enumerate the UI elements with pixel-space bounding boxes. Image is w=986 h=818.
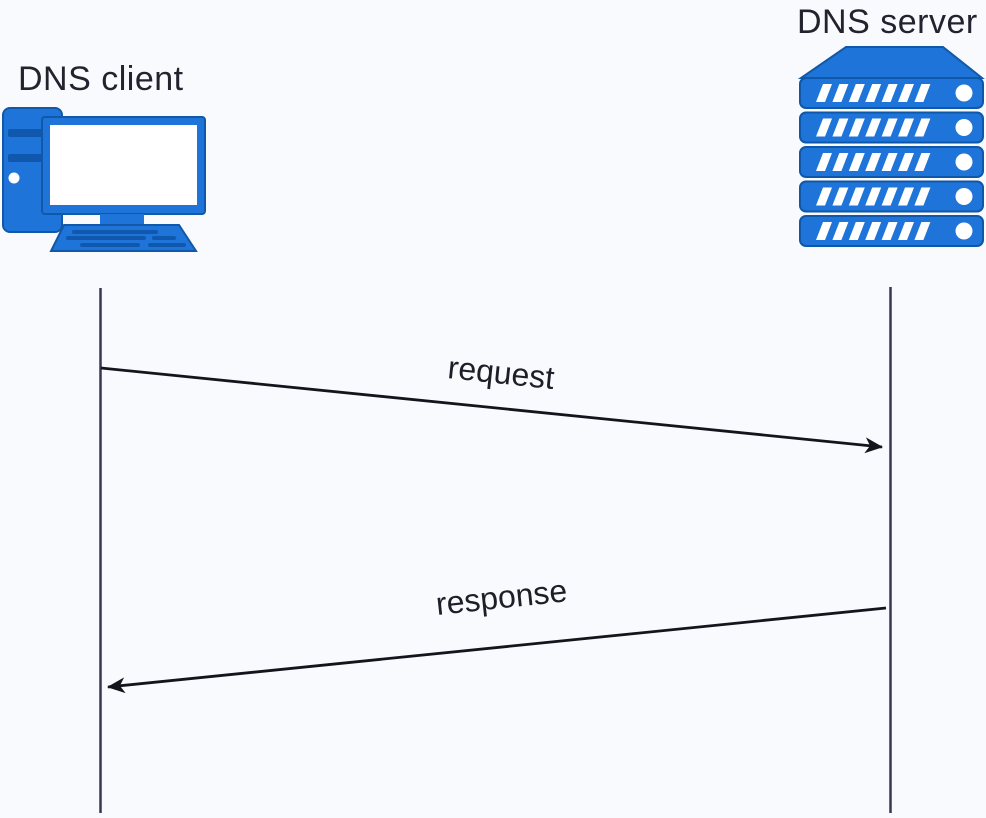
computer-monitor: [41, 116, 206, 228]
response-arrow: [107, 606, 887, 694]
computer-keyboard: [49, 224, 198, 252]
server-rack-icon: [797, 46, 985, 247]
server-rack-top: [797, 46, 985, 79]
desktop-computer-icon: [2, 107, 206, 252]
server-label: DNS server: [797, 3, 978, 41]
request-arrow: [100, 366, 883, 454]
client-label: DNS client: [18, 60, 184, 98]
